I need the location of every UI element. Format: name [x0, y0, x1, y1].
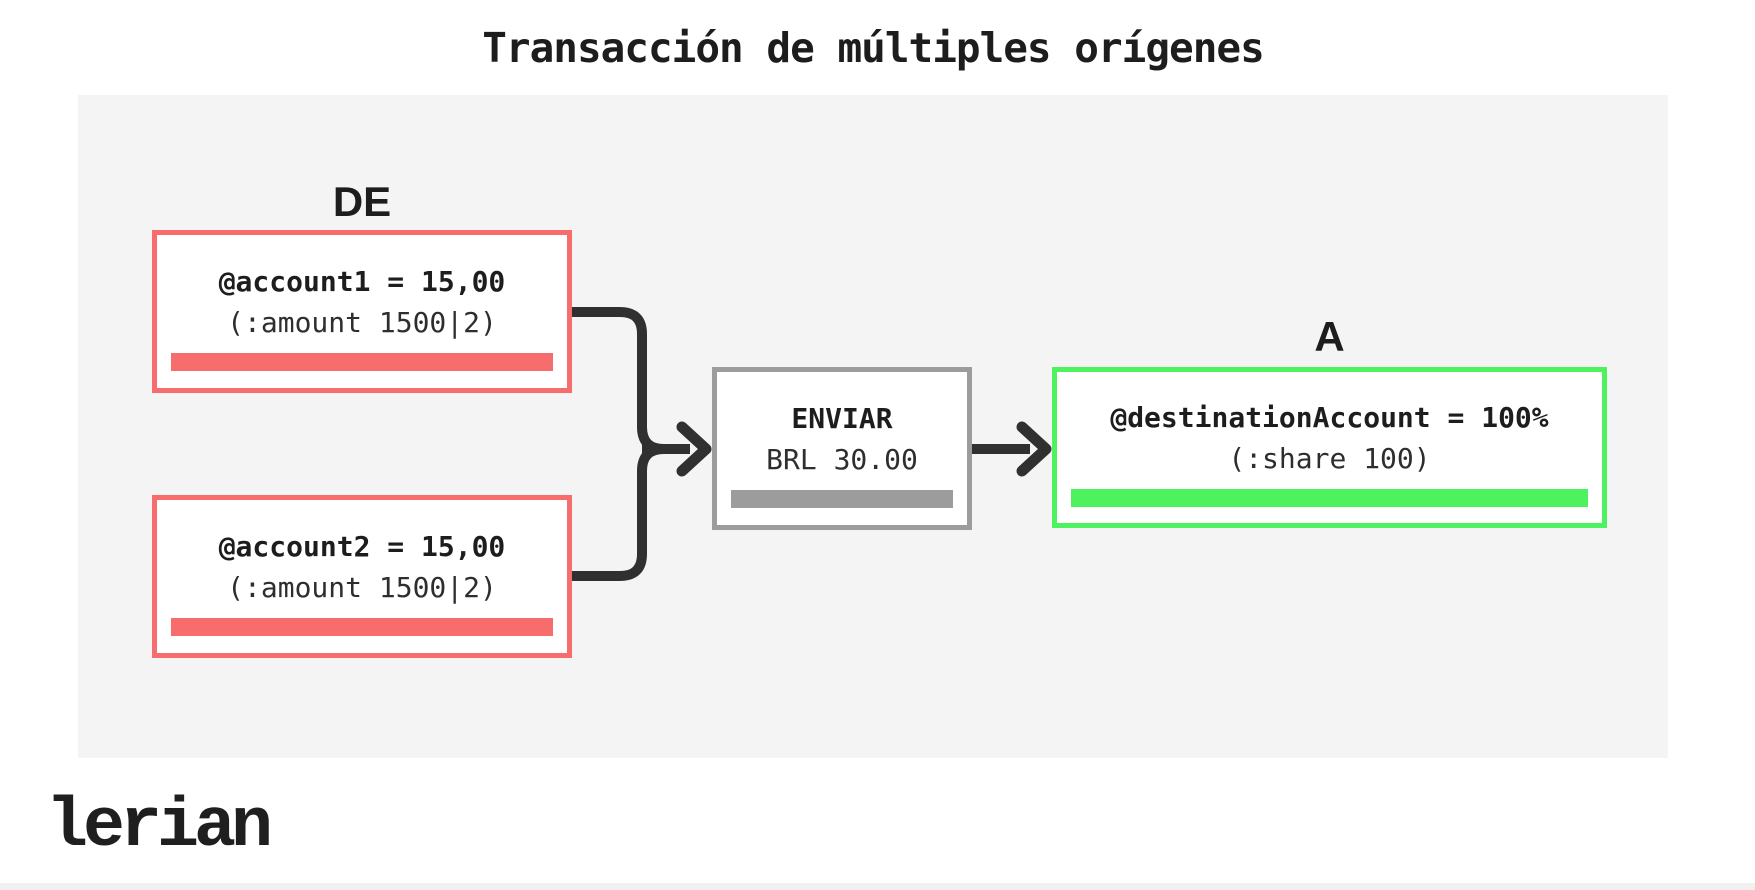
group-label-de: DE — [332, 178, 392, 225]
lerian-logo: lerian — [46, 788, 273, 867]
destination-accent-bar — [1071, 488, 1588, 507]
source-node-account1: @account1 = 15,00 (:amount 1500|2) — [152, 230, 572, 393]
account1-name: @account1 = 15,00 — [218, 264, 506, 298]
bottom-border-strip — [0, 883, 1755, 890]
account2-accent-bar — [171, 617, 553, 636]
group-label-a: A — [1314, 313, 1345, 360]
source-node-account2: @account2 = 15,00 (:amount 1500|2) — [152, 495, 572, 658]
transfer-name: ENVIAR — [791, 401, 893, 435]
destination-detail: (:share 100) — [1228, 441, 1431, 475]
account1-detail: (:amount 1500|2) — [227, 305, 497, 339]
account2-name: @account2 = 15,00 — [218, 529, 506, 563]
diagram-title: Transacción de múltiples orígenes — [482, 24, 1265, 72]
destination-name: @destinationAccount = 100% — [1110, 400, 1549, 434]
transfer-detail: BRL 30.00 — [766, 442, 918, 476]
transfer-node-enviar: ENVIAR BRL 30.00 — [712, 367, 972, 530]
destination-node: @destinationAccount = 100% (:share 100) — [1052, 367, 1607, 528]
account2-detail: (:amount 1500|2) — [227, 570, 497, 604]
transfer-accent-bar — [731, 489, 953, 508]
account1-accent-bar — [171, 352, 553, 371]
